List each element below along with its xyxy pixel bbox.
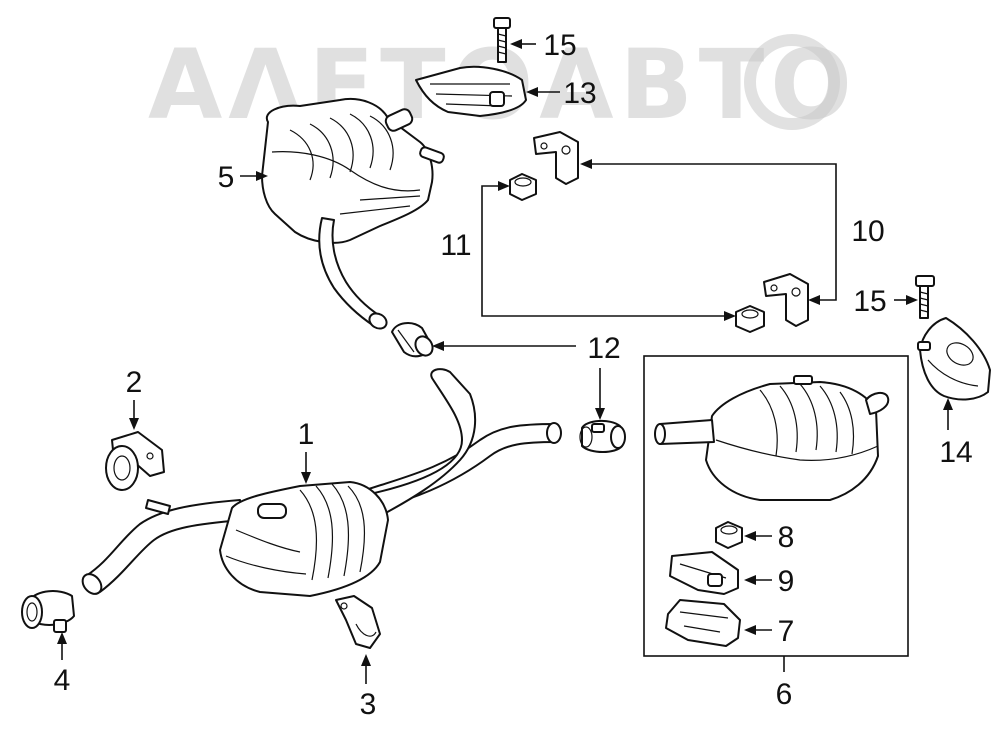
callout-1: 1 — [298, 418, 315, 451]
callout-6: 6 — [776, 678, 793, 711]
front-exhaust-pipe-and-muffler — [81, 368, 562, 597]
clamp-12-upper — [391, 322, 434, 358]
bracket-10-lower — [763, 273, 809, 327]
tail-pipe-tip-14 — [917, 317, 991, 401]
leader-lines — [57, 39, 953, 684]
clamp-4 — [21, 590, 75, 633]
nut-11-upper — [509, 173, 537, 201]
bolt-15-right — [915, 275, 935, 319]
callout-13: 13 — [563, 77, 596, 110]
bolt-15-top — [493, 17, 511, 63]
callout-3: 3 — [360, 688, 377, 721]
callout-4: 4 — [54, 664, 71, 697]
callout-15-right: 15 — [853, 285, 886, 318]
callout-11: 11 — [440, 229, 471, 262]
bracket-3 — [335, 595, 381, 649]
callout-15-top: 15 — [543, 29, 576, 62]
muffler-assembly-box-6 — [643, 355, 909, 657]
callout-9: 9 — [778, 565, 795, 598]
callout-12: 12 — [587, 332, 620, 365]
callout-14: 14 — [939, 436, 972, 469]
callout-2: 2 — [126, 366, 143, 399]
callout-labels: 1 2 3 4 5 6 7 8 9 10 11 12 13 14 15 15 — [54, 29, 973, 721]
callout-10: 10 — [851, 215, 884, 248]
callout-5: 5 — [218, 161, 235, 194]
clamp-12-lower — [579, 420, 626, 453]
callout-8: 8 — [778, 521, 795, 554]
rear-muffler-upper — [261, 98, 445, 330]
hanger-2 — [105, 431, 165, 491]
nut-11-lower — [735, 305, 765, 333]
bracket-10-upper — [533, 131, 579, 185]
heat-shield-13 — [415, 65, 527, 117]
callout-7: 7 — [778, 615, 795, 648]
